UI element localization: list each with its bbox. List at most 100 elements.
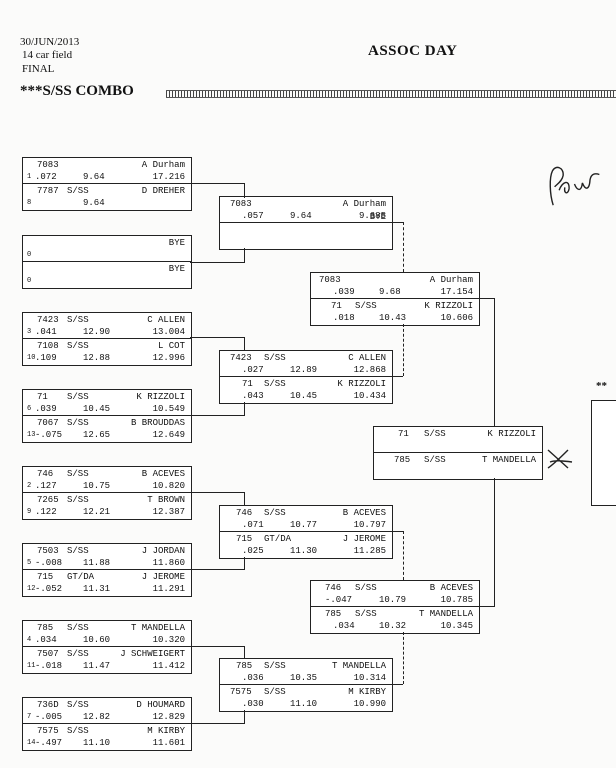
cell-text: 10.35 (290, 673, 318, 683)
cell-text: 10.785 (440, 595, 473, 605)
cell-text: M KIRBY (147, 726, 185, 736)
cell-text: -.047 (325, 595, 353, 605)
cell-text: 10.345 (440, 621, 473, 631)
cell-text: .122 (35, 507, 57, 517)
cell-text: BYE (369, 212, 386, 222)
cell-text: 11.88 (83, 558, 111, 568)
cell-text: 10.990 (353, 699, 386, 709)
bracket-connector (391, 376, 403, 377)
cell-text: J JEROME (342, 534, 386, 544)
cell-text: 9.685 (358, 211, 386, 221)
cell-text: S/SS (424, 455, 446, 465)
cell-text: 10 (27, 354, 36, 362)
cell-text: GT/DA (264, 534, 292, 544)
bracket-connector (190, 492, 245, 506)
cell-text: 8 (27, 199, 32, 207)
cell-text: 785 (236, 661, 253, 671)
cell-text: 6 (27, 405, 32, 413)
cell-text: S/SS (264, 687, 286, 697)
bracket-connector-dashed (403, 324, 404, 376)
cell-text: 11.285 (353, 546, 386, 556)
cell-text: .072 (35, 172, 57, 182)
cell-text: 7265 (37, 495, 59, 505)
cell-text: K RIZZOLI (136, 392, 185, 402)
event-title: ASSOC DAY (368, 43, 458, 59)
cell-text: -.018 (35, 661, 63, 671)
field-size: 14 car field (22, 49, 73, 61)
cell-text: 9.64 (290, 211, 312, 221)
cell-text: .030 (242, 699, 264, 709)
cell-text: 12 (27, 585, 36, 593)
cell-text: S/SS (67, 546, 89, 556)
bracket-connector (190, 710, 245, 724)
cell-text: -.075 (35, 430, 63, 440)
cell-text: S/SS (67, 726, 89, 736)
cell-text: 10.434 (353, 391, 386, 401)
bracket-connector (478, 478, 495, 607)
cell-text: S/SS (67, 469, 89, 479)
cell-text: D HOUMARD (136, 700, 185, 710)
cell-text: .109 (35, 353, 57, 363)
bracket-connector (190, 402, 245, 416)
cell-text: 10.549 (152, 404, 185, 414)
cell-text: 0 (27, 251, 32, 259)
cell-text: 10.606 (440, 313, 473, 323)
cell-text: 71 (331, 301, 342, 311)
cell-text: 11 (27, 662, 36, 670)
bracket-connector (190, 183, 245, 198)
cell-text: 71 (398, 429, 409, 439)
cell-text: B ACEVES (342, 508, 386, 518)
cell-text: -.052 (35, 584, 63, 594)
cell-text: S/SS (264, 661, 286, 671)
cell-text: S/SS (67, 623, 89, 633)
cell-text: 13 (27, 431, 36, 439)
cell-text: B ACEVES (429, 583, 473, 593)
cell-text: 12.21 (83, 507, 111, 517)
cell-text: 4 (27, 636, 32, 644)
cell-text: 17.216 (152, 172, 185, 182)
cell-text: 11.412 (152, 661, 185, 671)
cell-text: 12.649 (152, 430, 185, 440)
cell-text: T MANDELLA (481, 455, 536, 465)
cell-text: 10.314 (353, 673, 386, 683)
cell-text: 12.88 (83, 353, 111, 363)
cell-text: 7067 (37, 418, 59, 428)
cell-text: S/SS (67, 700, 89, 710)
cell-text: T BROWN (147, 495, 185, 505)
cell-text: 71 (242, 379, 253, 389)
bracket-connector (391, 531, 403, 532)
initials-signature (542, 158, 609, 218)
cell-text: 9.64 (83, 172, 105, 182)
bracket-connector (478, 298, 495, 427)
cell-text: 7575 (37, 726, 59, 736)
cell-text: 11.860 (152, 558, 185, 568)
cell-text: 11.10 (290, 699, 318, 709)
cell-text: T MANDELLA (331, 661, 386, 671)
cell-text: J SCHWEIGERT (120, 649, 185, 659)
cell-text: 9.68 (379, 287, 401, 297)
cell-text: S/SS (67, 315, 89, 325)
racer-row: BYE 0 (23, 236, 191, 262)
cross-mark-icon (546, 448, 574, 477)
cell-text: S/SS (67, 186, 89, 196)
cell-text: 10.820 (152, 481, 185, 491)
cell-text: .039 (35, 404, 57, 414)
cell-text: 7423 (230, 353, 252, 363)
cell-text: .043 (242, 391, 264, 401)
cell-text: BYE (168, 238, 185, 248)
